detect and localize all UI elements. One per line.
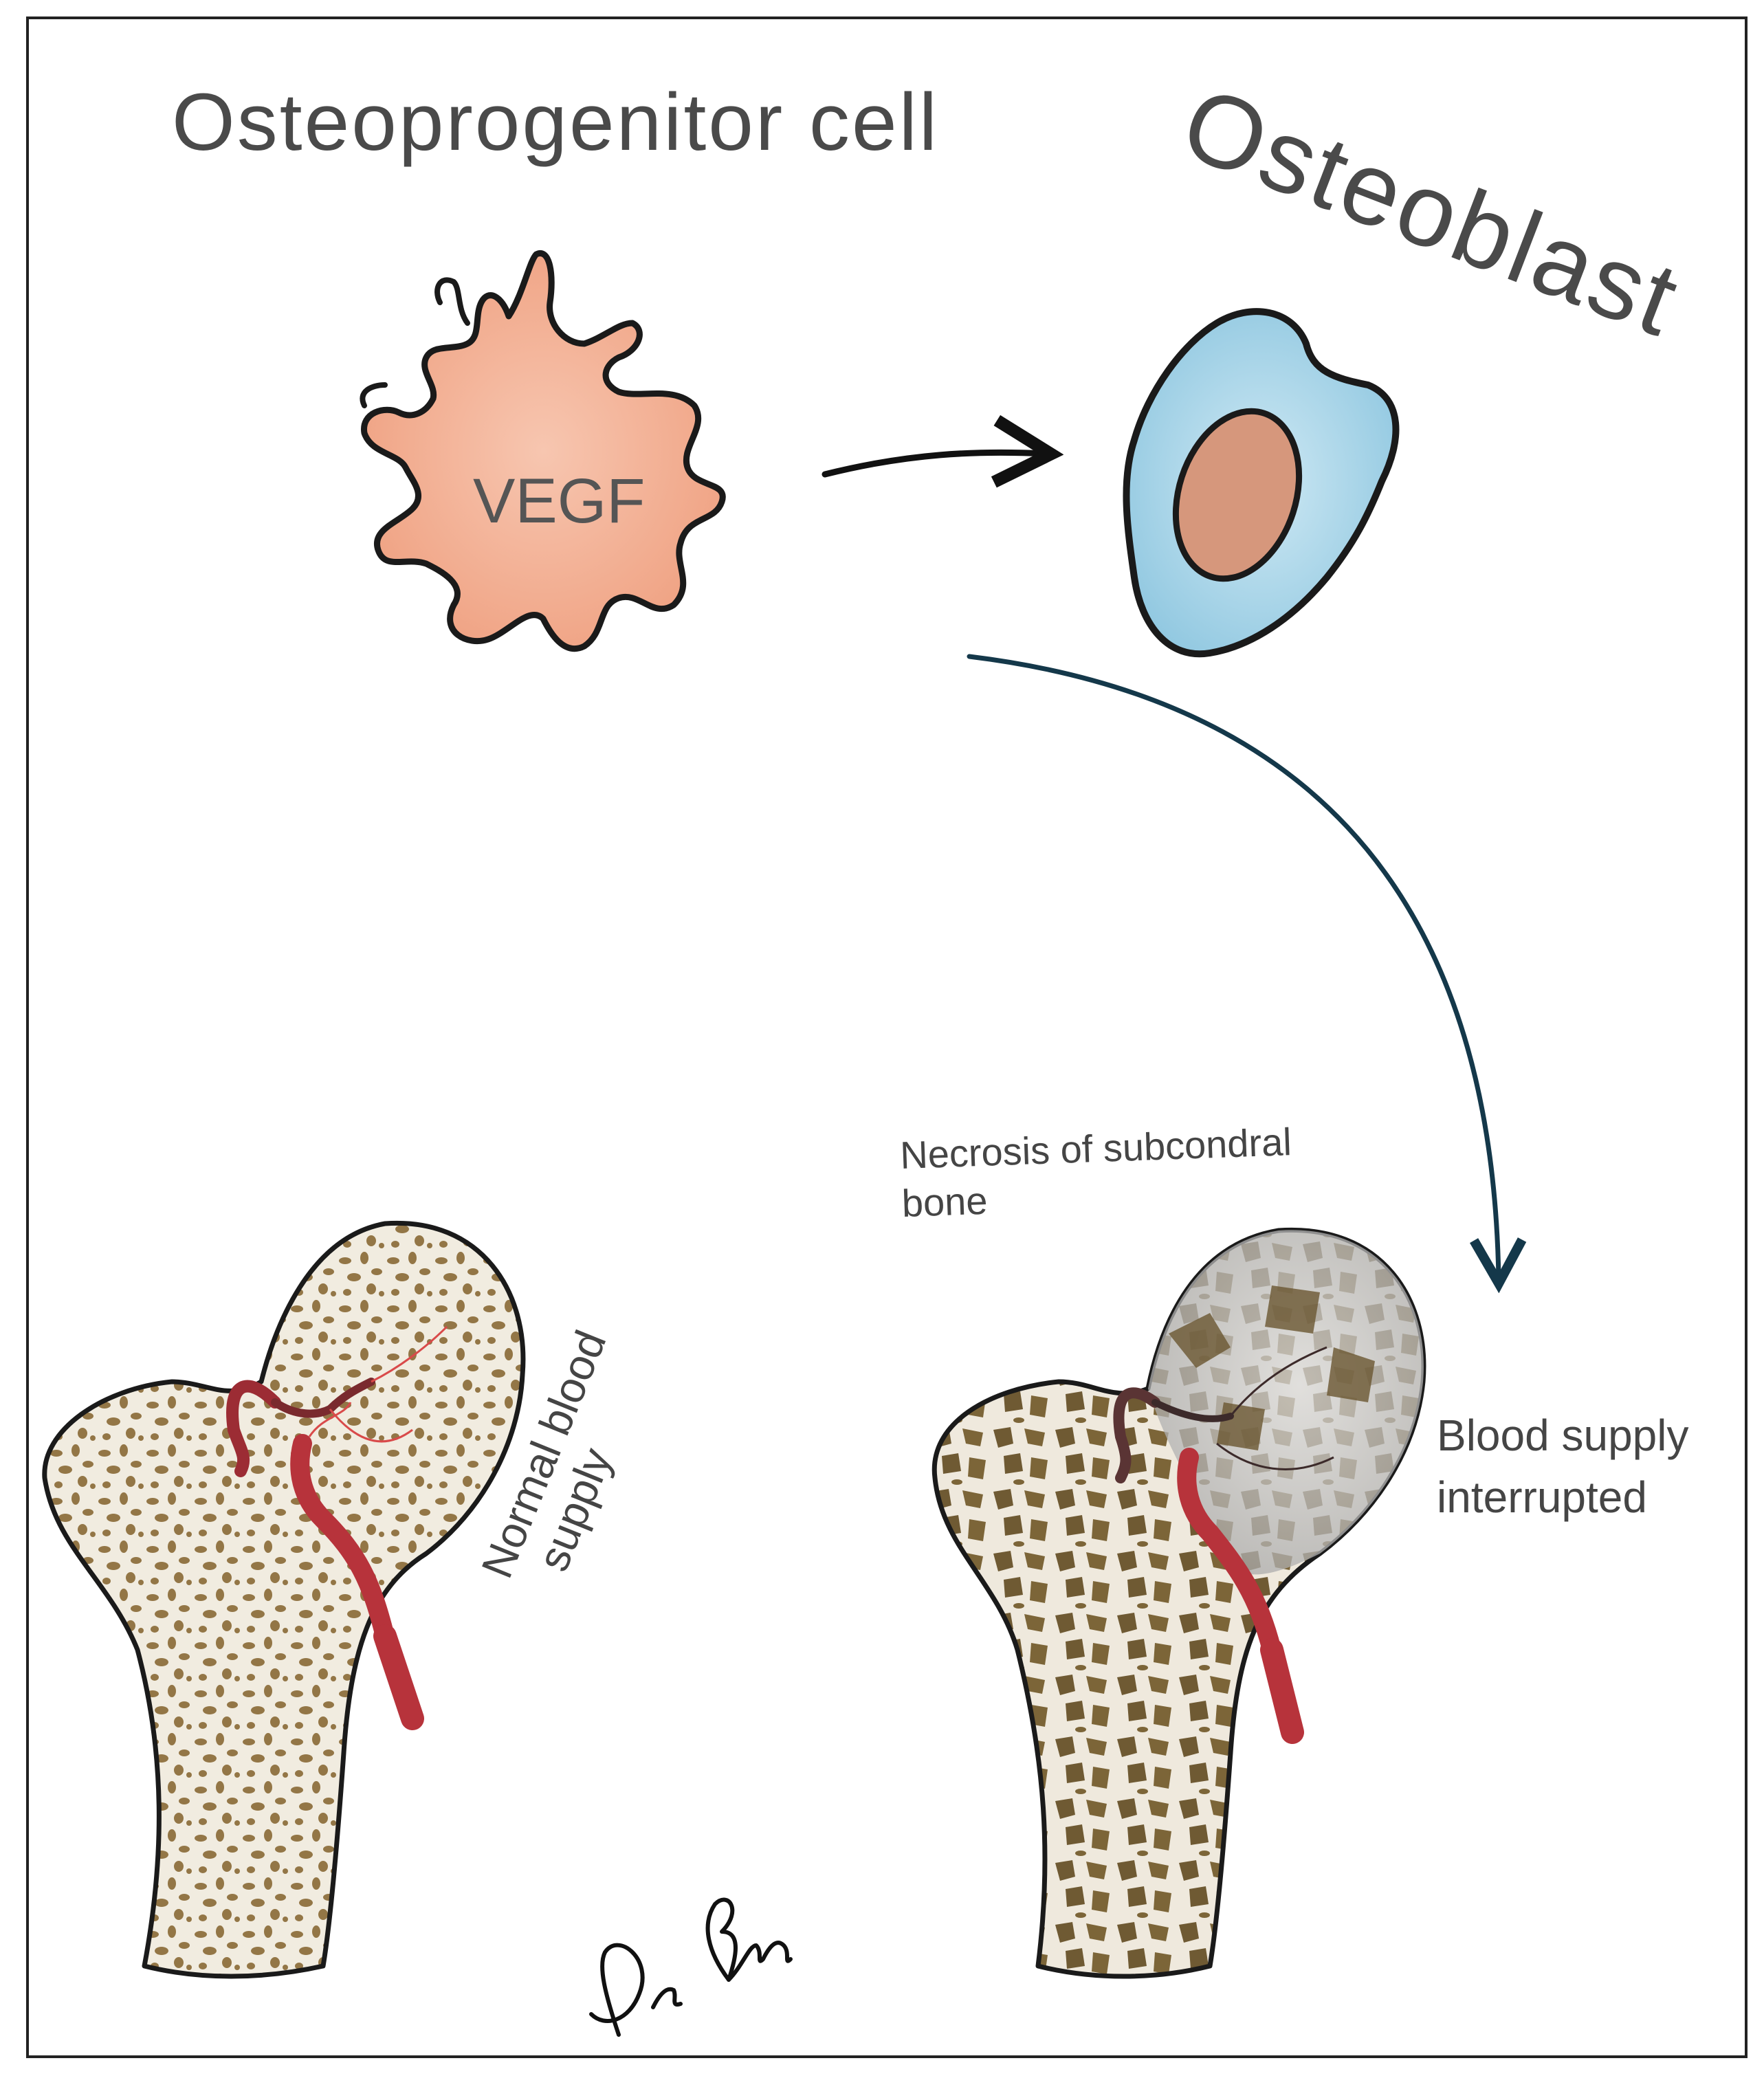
blood-supply-interrupted-line2: interrupted [1437, 1472, 1647, 1522]
interrupted-vessel-trunk [1177, 1448, 1281, 1659]
osteoprogenitor-cell [360, 250, 726, 652]
image-frame [26, 16, 1748, 2058]
blood-supply-interrupted-line1: Blood supply [1437, 1411, 1688, 1460]
necrosis-arrow [967, 654, 1499, 1279]
title-osteoprogenitor: Osteoprogenitor cell [172, 77, 939, 168]
osteoblast-nucleus [1172, 408, 1303, 582]
osteoblast-cell [1123, 308, 1400, 658]
necrosis-label: Necrosis of subcondral bone [899, 1120, 1304, 1225]
artist-signature [589, 1897, 793, 2037]
normal-femur [42, 1220, 526, 1979]
necrosis-label-line1: Necrosis of subcondral [899, 1120, 1292, 1177]
necrotic-head [1148, 1230, 1424, 1575]
necrosis-label-line2: bone [901, 1179, 989, 1225]
blood-supply-interrupted-label: Blood supply interrupted [1437, 1411, 1701, 1522]
progenitor-cell-label: VEGF [473, 466, 645, 536]
normal-vessel-trunk [290, 1434, 395, 1646]
differentiation-arrow [822, 452, 1045, 474]
necrotic-femur [931, 1227, 1426, 1979]
